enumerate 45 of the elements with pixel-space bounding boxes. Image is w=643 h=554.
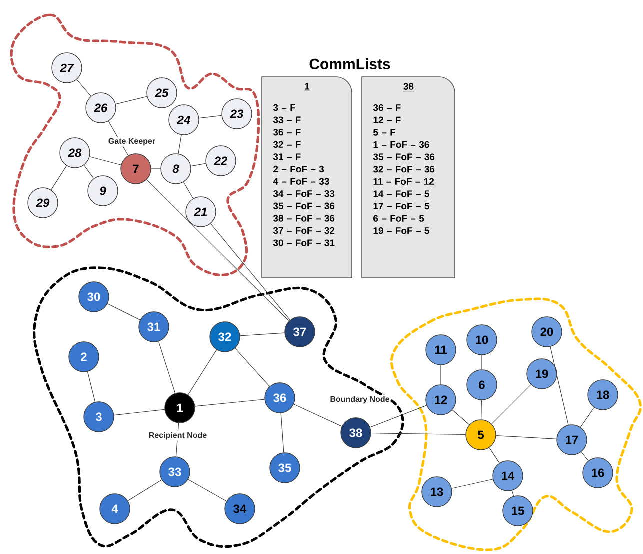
comm-list-box: 38 36 – F 12 – F 5 – F 1 – FoF – 36 35 – FoF – 36 32 – FoF – 36 11 – FoF – 12 14 – FoF – 5 17 – FoF – 5 6 – FoF – 5 19 – FoF – 5 [362,76,456,278]
connector-line [496,436,557,440]
connector-line [280,413,284,453]
connector-line [190,163,206,167]
connector-line [580,407,595,428]
connector-line [481,400,482,420]
list-title: CommLists [310,58,390,70]
connector-line [107,304,141,320]
connector-line [371,432,466,436]
connector-line [50,166,68,190]
connector-line [512,490,514,497]
connector-line [178,134,182,154]
connector-line [90,156,122,166]
connector-line [440,365,442,385]
connector-line [84,165,94,179]
connector-line [151,168,161,170]
connector-line [452,410,470,426]
connector-line [489,448,500,464]
connector-line [188,350,218,396]
node-caption: Boundary Node [329,395,391,405]
connector-line [550,346,569,426]
cluster-outline [10,14,260,276]
cluster-outline [33,266,404,548]
node-caption: Recipient Node [148,431,208,441]
connector-line [210,224,291,320]
connector-line [188,479,227,502]
connector-line [183,182,194,200]
connector-line [194,399,266,407]
connector-line [581,452,589,462]
connector-line [146,180,290,322]
connector-line [158,341,176,394]
connector-line [128,480,162,502]
connector-line [116,96,148,105]
node-caption: Gate Keeper [107,137,157,147]
comm-list-box: 1 3 – F 33 – F 36 – F 32 – F 31 – F 2 – FoF – 3 4 – FoF – 33 34 – FoF – 33 35 – FoF – 36 38 – FoF – 36 37 – FoF – 32 30 – FoF – 31 [262,76,352,278]
connector-line [198,115,222,119]
connector-line [87,372,96,402]
connector-line [492,384,532,424]
connector-line [114,409,166,416]
connector-line [234,348,270,387]
connector-line [76,79,92,97]
cluster-outline [390,298,642,552]
connector-line [294,404,342,427]
connector-line [452,479,494,489]
connector-line [240,332,285,336]
